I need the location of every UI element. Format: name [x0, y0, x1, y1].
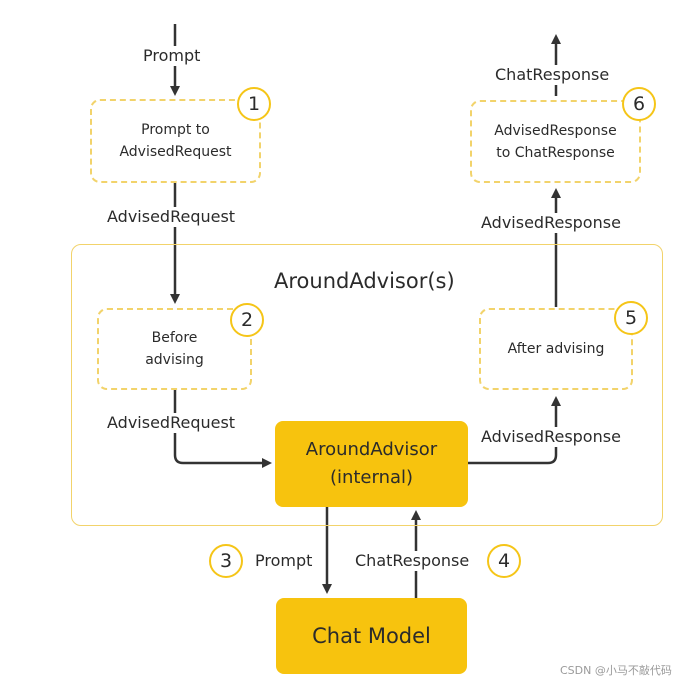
step-2-badge: 2 — [230, 303, 264, 337]
internal-line2: (internal) — [329, 467, 414, 488]
step-3-badge: 3 — [209, 544, 243, 578]
label-chat-response-from-model: ChatResponse — [353, 551, 472, 571]
arrow-to-internal — [173, 390, 272, 468]
step-6-badge: 6 — [622, 87, 656, 121]
step-1-box: Prompt to AdvisedRequest — [90, 99, 261, 183]
step-1-line2: AdvisedRequest — [119, 144, 232, 160]
label-prompt-in: Prompt — [141, 46, 203, 66]
step-5-box: After advising — [479, 308, 633, 390]
step-4-badge: 4 — [487, 544, 521, 578]
arrow-from-internal — [468, 396, 561, 465]
step-6-line2: to ChatResponse — [496, 144, 615, 161]
step-2-box: Before advising — [97, 308, 252, 390]
step-1-line1: Prompt to — [141, 122, 210, 138]
internal-line1: AroundAdvisor — [305, 439, 438, 460]
step-2-line2: advising — [145, 352, 204, 368]
step-5-badge: 5 — [614, 301, 648, 335]
step-1-badge: 1 — [237, 87, 271, 121]
internal-advisor-box: AroundAdvisor (internal) — [275, 421, 468, 507]
chat-model-box: Chat Model — [276, 598, 467, 674]
watermark: CSDN @小马不敲代码 — [560, 664, 672, 677]
label-advised-request-2: AdvisedRequest — [105, 413, 238, 433]
group-title: AroundAdvisor(s) — [274, 269, 455, 293]
step-2-line1: Before — [151, 330, 198, 346]
chat-model-label: Chat Model — [312, 624, 431, 648]
label-chat-response-out: ChatResponse — [493, 65, 612, 85]
step-6-box: AdvisedResponse to ChatResponse — [470, 100, 641, 183]
label-advised-request-1: AdvisedRequest — [105, 207, 238, 227]
label-advised-response-1: AdvisedResponse — [479, 213, 623, 233]
step-6-line1: AdvisedResponse — [494, 122, 617, 139]
label-prompt-to-model: Prompt — [253, 551, 315, 571]
label-advised-response-2: AdvisedResponse — [479, 427, 623, 447]
around-advisors-group — [71, 244, 663, 526]
step-5-label: After advising — [507, 341, 605, 357]
